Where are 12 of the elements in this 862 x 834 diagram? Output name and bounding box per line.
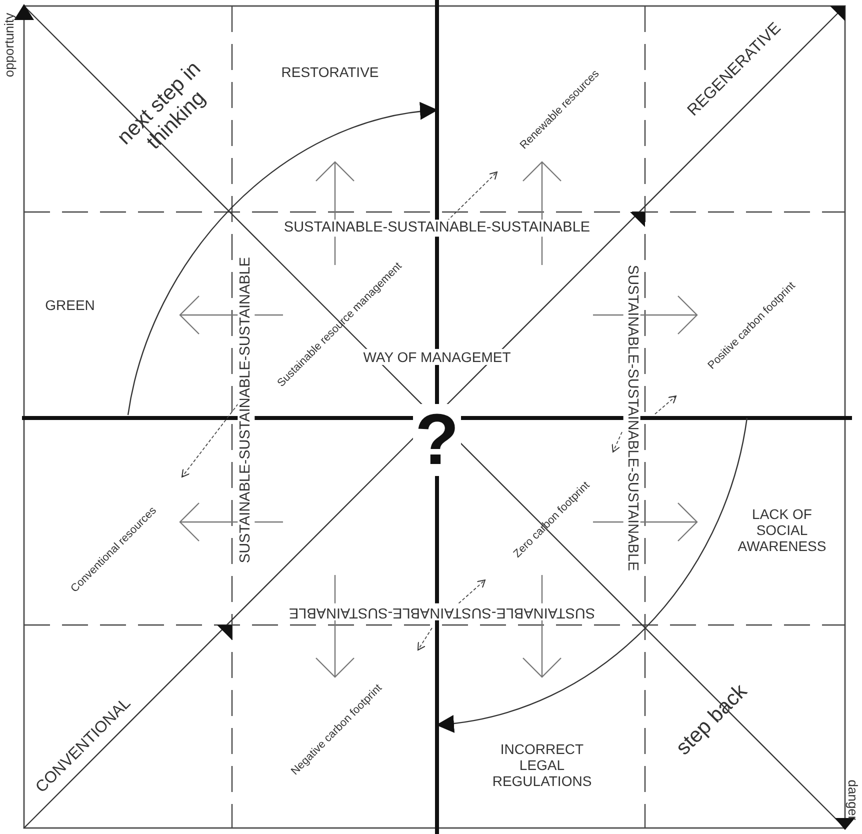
axis-label: opportunity: [2, 12, 18, 78]
quadrant-label: GREEN: [45, 296, 95, 314]
band-label: SUSTAINABLE-SUSTAINABLE-SUSTAINABLE: [282, 220, 592, 236]
quadrant-label: RESTORATIVE: [281, 64, 379, 80]
band-label: SUSTAINABLE-SUSTAINABLE-SUSTAINABLE: [238, 254, 254, 566]
axis-label: danger: [844, 780, 860, 820]
quadrant-label: LACK OF SOCIAL AWARENESS: [738, 506, 826, 554]
band-label: SUSTAINABLE-SUSTAINABLE-SUSTAINABLE: [624, 262, 640, 574]
question-mark: ?: [413, 404, 461, 476]
quadrant-label: INCORRECT LEGAL REGULATIONS: [492, 740, 592, 790]
center-label: WAY OF MANAGEMET: [361, 348, 513, 366]
band-label: SUSTAINABLE-SUSTAINABLE-SUSTAINABLE: [286, 604, 598, 620]
